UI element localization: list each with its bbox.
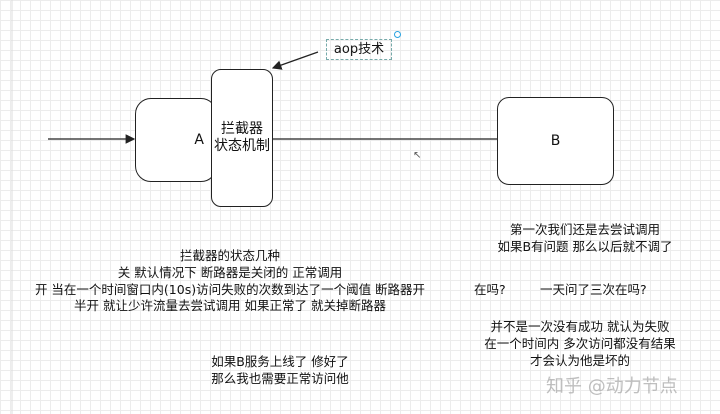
ask-note-2[interactable]: 一天问了三次在吗? [540,282,647,297]
cursor-icon: ↖ [413,150,422,161]
note-line: 半开 就让少许流量去尝试调用 如果正常了 就关掉断路器 [74,298,386,314]
states-note[interactable]: 拦截器的状态几种 关 默认情况下 断路器是关闭的 正常调用 开 当在一个时间窗口… [20,248,440,315]
interceptor-label-2: 状态机制 [214,138,270,154]
recovery-note[interactable]: 如果B服务上线了 修好了 那么我也需要正常访问他 [160,354,400,388]
note-line: 才会认为他是坏的 [529,352,630,368]
interceptor-label-1: 拦截器 [221,121,263,137]
note-line: 开 当在一个时间窗口内(10s)访问失败的次数到达了一个阈值 断路器开 [34,281,426,297]
note-line: 如果B服务上线了 修好了 [211,354,349,369]
note-line: 拦截器的状态几种 [179,248,280,263]
note-line: 第一次我们还是去尝试调用 [509,222,660,237]
ask-note-1[interactable]: 在吗? [474,282,506,297]
note-line: 关 默认情况下 断路器是关闭的 正常调用 [117,264,343,280]
interceptor-node[interactable]: 拦截器 状态机制 [211,69,273,207]
first-try-note[interactable]: 第一次我们还是去尝试调用 如果B有问题 那么以后就不调了 [470,222,700,256]
node-a-label: A [194,132,204,148]
aop-arrow [271,51,319,70]
note-line: 那么我也需要正常访问他 [211,370,349,386]
note-line: 在一个时间内 多次访问都没有结果 [484,335,676,351]
rotate-handle-icon[interactable] [394,31,401,38]
watermark: 知乎 @动力节点 [546,376,678,397]
failure-note[interactable]: 并不是一次没有成功 就认为失败 在一个时间内 多次访问都没有结果 才会认为他是坏… [460,319,700,369]
node-b-label: B [550,133,561,149]
note-line: 如果B有问题 那么以后就不调了 [497,238,673,254]
aop-label[interactable]: aop技术 [326,39,392,60]
node-b[interactable]: B [497,97,614,185]
note-line: 并不是一次没有成功 就认为失败 [490,319,670,334]
node-a[interactable]: A [135,98,217,182]
